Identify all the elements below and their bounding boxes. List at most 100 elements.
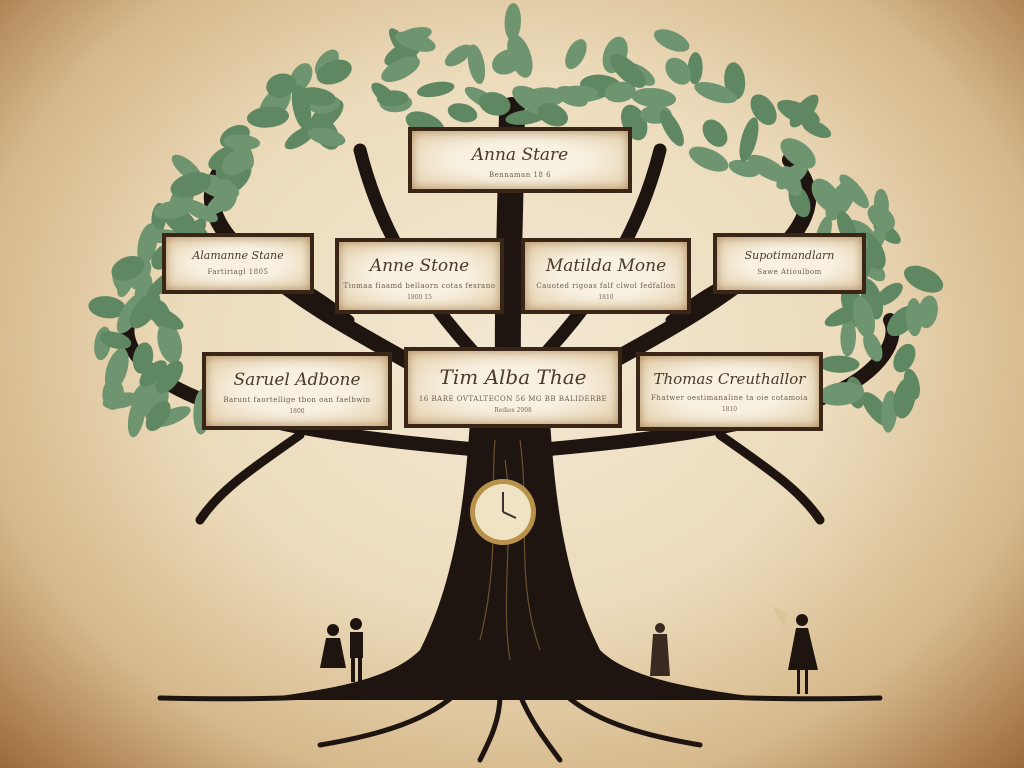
card-detail: Barunt faortellige tbon oan faelbwin [223, 396, 371, 404]
leaf [537, 103, 568, 127]
leaf [801, 119, 832, 139]
leaf [137, 223, 158, 265]
leaf [127, 395, 146, 438]
name-card: Matilda Mone Cauoted rigoas falf clwol f… [521, 238, 691, 314]
name-card: Alamanne Stane Fartiriagl 1805 [162, 233, 314, 294]
leaf [266, 73, 296, 98]
leaf [665, 57, 692, 85]
card-date: 1810 [721, 406, 738, 413]
card-name: Anne Stone [369, 256, 470, 276]
leaf [917, 295, 938, 329]
leaf [467, 44, 486, 85]
leaf [893, 343, 916, 373]
name-card: Supotimandlarn Sawe Atioulbom [713, 233, 866, 294]
leaf [444, 44, 472, 67]
leaf [789, 94, 819, 128]
tree-leaves [88, 2, 944, 438]
leaf [102, 378, 124, 410]
leaf [694, 81, 737, 104]
leaf [145, 400, 171, 431]
name-card: Tim Alba Thae 16 BARE OVTALTECON 56 MG B… [404, 347, 622, 428]
leaf [659, 109, 684, 147]
card-name: Thomas Creuthallor [653, 370, 806, 388]
card-detail: Fhatwer oestimanaline ta oie cotamoia [651, 394, 808, 402]
leaf [88, 296, 126, 319]
card-date: 1810 [598, 294, 614, 301]
card-name: Alamanne Stane [192, 249, 284, 262]
leaf [416, 81, 455, 98]
leaf [208, 145, 239, 170]
leaf [604, 81, 636, 103]
name-card: Thomas Creuthallor Fhatwer oestimanaline… [636, 352, 823, 431]
leaf [99, 331, 132, 350]
leaf [181, 199, 218, 223]
leaf [903, 368, 920, 400]
leaf [111, 255, 145, 281]
leaf [863, 331, 883, 362]
leaf [139, 360, 167, 387]
name-card: Anne Stone Tiomaa fiaamd bellaorn cotas … [335, 238, 504, 314]
pocket-watch-icon [470, 479, 536, 545]
card-name: Tim Alba Thae [439, 365, 587, 389]
card-name: Supotimandlarn [744, 249, 835, 262]
card-date: 1800 15 [407, 294, 432, 301]
card-name: Saruel Adbone [233, 370, 361, 390]
leaf [291, 84, 312, 130]
leaf [381, 56, 420, 83]
leaf [839, 174, 869, 209]
leaf [246, 106, 290, 128]
leaf [504, 2, 522, 41]
leaf [702, 119, 728, 147]
leaf [153, 200, 191, 219]
leaf [840, 318, 856, 357]
leaf [780, 138, 816, 169]
leaf [776, 162, 809, 190]
card-detail: Tiomaa fiaamd bellaorn cotas fesrano [343, 282, 496, 290]
card-date: Redios 2908 [494, 407, 532, 414]
card-name: Matilda Mone [545, 256, 667, 276]
leaf [873, 188, 889, 220]
leaf [507, 34, 533, 78]
leaf [394, 31, 436, 52]
leaf [565, 39, 587, 70]
leaf [376, 90, 409, 107]
leaf [631, 87, 677, 108]
card-name: Anna Stare [471, 145, 569, 165]
monk-silhouette [650, 623, 670, 676]
leaf [479, 92, 511, 116]
leaf [155, 360, 184, 394]
leaf [688, 146, 729, 172]
leaf [739, 117, 759, 162]
card-detail: Sawe Atioulbom [757, 268, 822, 276]
leaf [653, 29, 690, 52]
leaf [819, 355, 860, 373]
name-card: Anna Stare Bennaman 18 6 [408, 127, 632, 193]
leaf [728, 159, 760, 178]
leaf [555, 85, 588, 107]
card-date: 1800 [289, 408, 305, 415]
leaf [875, 282, 903, 306]
leaf [223, 134, 261, 150]
leaf [316, 59, 352, 85]
leaf [852, 296, 876, 339]
woman-with-fan-silhouette [772, 606, 818, 694]
leaf [157, 322, 183, 364]
leaf [881, 390, 898, 433]
couple-silhouette [320, 618, 363, 682]
leaf [610, 54, 646, 88]
leaf [170, 172, 212, 198]
leaf [206, 190, 234, 215]
card-detail: Fartiriagl 1805 [207, 268, 269, 276]
tree-roots [157, 677, 883, 763]
leaf [307, 127, 346, 147]
card-detail: 16 BARE OVTALTECON 56 MG BB BALIDERBE [418, 395, 608, 403]
leaf [132, 342, 154, 374]
leaf [447, 103, 478, 123]
name-card: Saruel Adbone Barunt faortellige tbon oa… [202, 352, 392, 430]
card-detail: Cauoted rigoas falf clwol fedfallon [536, 282, 676, 290]
leaf [687, 52, 703, 85]
leaf [906, 298, 923, 337]
leaf [903, 265, 944, 293]
leaf [747, 154, 789, 183]
